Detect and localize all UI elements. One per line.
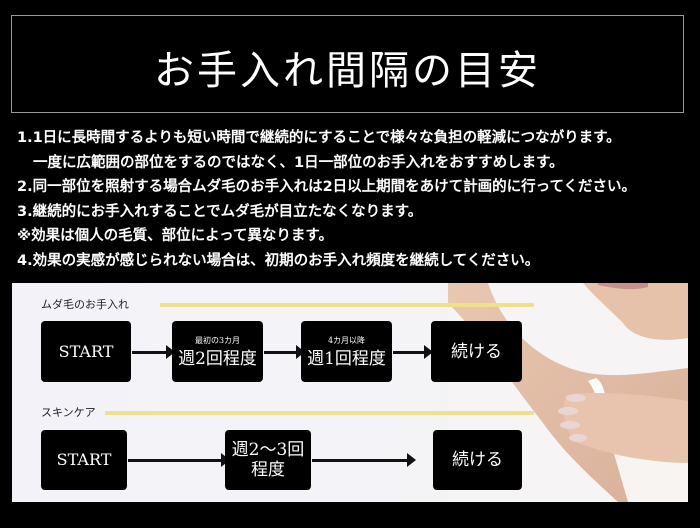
step-text-line2: 程度 bbox=[251, 460, 285, 480]
title-box: お手入れ間隔の目安 bbox=[11, 15, 684, 113]
hair-removal-start-box: START bbox=[41, 321, 131, 382]
hair-removal-accent-line bbox=[160, 303, 534, 307]
step-text: 週2回程度 bbox=[178, 348, 257, 369]
hair-removal-section-label: ムダ毛のお手入れ bbox=[41, 298, 129, 311]
arrow-icon bbox=[312, 453, 416, 467]
arrow-icon bbox=[264, 345, 305, 359]
step-text: 続ける bbox=[451, 341, 502, 362]
note-item: 2.同一部位を照射する場合ムダ毛のお手入れは2日以上期間をあけて計画的に行ってく… bbox=[17, 179, 637, 196]
note-item: ※効果は個人の毛質、部位によって異なります。 bbox=[17, 228, 333, 245]
hair-removal-after-4-months-box: 4カ月以降 週1回程度 bbox=[301, 321, 392, 382]
skin-care-2-3-times-box: 週2〜3回 程度 bbox=[225, 430, 311, 490]
note-item: 1.1日に長時間するよりも短い時間で継続的にすることで様々な負担の軽減につながり… bbox=[17, 130, 621, 146]
step-text: 続ける bbox=[452, 450, 503, 470]
page-title: お手入れ間隔の目安 bbox=[154, 48, 541, 94]
hair-removal-continue-box: 続ける bbox=[431, 321, 522, 382]
step-text: 週1回程度 bbox=[307, 348, 386, 369]
step-text: START bbox=[56, 450, 112, 469]
note-item: 一度に広範囲の部位をするのではなく、1日一部位のお手入れをおすすめします。 bbox=[33, 154, 564, 171]
arrow-icon bbox=[128, 453, 230, 467]
skin-care-accent-line bbox=[105, 411, 534, 415]
notes-list: 1.1日に長時間するよりも短い時間で継続的にすることで様々な負担の軽減につながり… bbox=[17, 126, 697, 274]
note-item: 3.継続的にお手入れすることでムダ毛が目立たなくなります。 bbox=[17, 203, 423, 220]
step-caption: 最初の3カ月 bbox=[194, 335, 241, 345]
arrow-icon bbox=[132, 345, 175, 359]
step-caption: 4カ月以降 bbox=[327, 335, 366, 345]
hair-removal-first-3-months-box: 最初の3カ月 週2回程度 bbox=[172, 321, 263, 382]
note-item: 4.効果の実感が感じられない場合は、初期のお手入れ頻度を継続してください。 bbox=[17, 252, 540, 269]
skin-care-start-box: START bbox=[41, 430, 127, 490]
step-text-line1: 週2〜3回 bbox=[231, 440, 305, 460]
skin-care-continue-box: 続ける bbox=[433, 430, 522, 490]
step-text: START bbox=[58, 341, 114, 361]
arrow-icon bbox=[393, 345, 433, 359]
schedule-panel: ムダ毛のお手入れ START 最初の3カ月 週2回程度 4カ月以降 週1回程度 … bbox=[12, 283, 688, 502]
skin-care-section-label: スキンケア bbox=[41, 406, 96, 419]
